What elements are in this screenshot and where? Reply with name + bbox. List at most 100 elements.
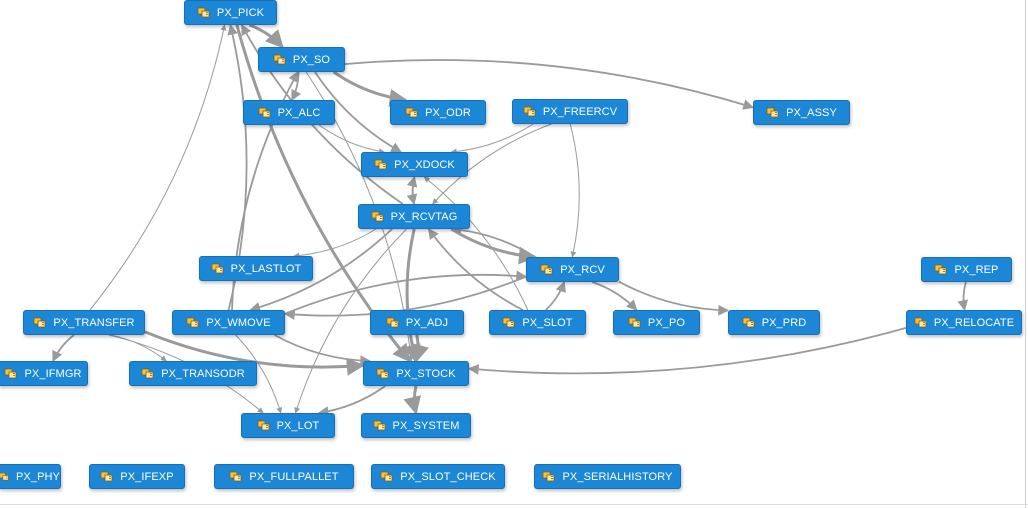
edge-adj-to-stock bbox=[411, 334, 430, 363]
table-icon bbox=[543, 471, 555, 481]
edge-rcv-to-wmove bbox=[283, 275, 527, 320]
edge-rcvtag-to-xdock bbox=[406, 175, 418, 205]
node-label: PX_ADJ bbox=[405, 316, 449, 329]
node-label: PX_ALC bbox=[277, 106, 321, 119]
table-icon bbox=[211, 263, 224, 273]
edge-slot-to-rcv bbox=[545, 280, 567, 311]
edge-pick-to-so bbox=[248, 23, 284, 49]
node-assy[interactable]: PX_ASSY bbox=[753, 100, 850, 125]
node-freercv[interactable]: PX_FREERCV bbox=[512, 99, 628, 124]
node-label: PX_ODR bbox=[425, 106, 471, 119]
table-icon bbox=[5, 368, 17, 378]
node-label: PX_SO bbox=[292, 53, 331, 66]
node-transfer[interactable]: PX_TRANSFER bbox=[23, 310, 145, 335]
edge-slot-to-xdock bbox=[423, 176, 529, 311]
node-label: PX_RCVTAG bbox=[390, 210, 458, 223]
edge-transfer-to-pick bbox=[89, 24, 227, 311]
node-label: PX_REP bbox=[954, 263, 999, 276]
table-icon bbox=[141, 368, 154, 378]
table-icon bbox=[405, 107, 418, 117]
table-icon bbox=[376, 368, 389, 378]
table-icon bbox=[197, 7, 210, 17]
table-icon bbox=[502, 317, 515, 327]
node-label: PX_RELOCATE bbox=[933, 316, 1015, 329]
edge-alc-to-xdock bbox=[318, 124, 385, 155]
node-label: PX_LASTLOT bbox=[230, 262, 302, 275]
node-label: PX_WMOVE bbox=[206, 316, 271, 329]
edge-rcv-to-po bbox=[592, 281, 638, 311]
table-icon bbox=[0, 472, 9, 480]
node-slotcheck[interactable]: PX_SLOT_CHECK bbox=[371, 464, 505, 489]
table-icon bbox=[380, 471, 393, 481]
edge-rcvtag-to-lastlot bbox=[293, 228, 377, 259]
node-transodr[interactable]: PX_TRANSODR bbox=[129, 361, 257, 386]
node-xdock[interactable]: PX_XDOCK bbox=[361, 152, 468, 177]
frame-bottom-border bbox=[0, 504, 1028, 505]
table-icon bbox=[258, 107, 270, 117]
table-icon bbox=[371, 211, 384, 221]
node-lot[interactable]: PX_LOT bbox=[241, 413, 335, 438]
edge-stock-to-system bbox=[403, 385, 422, 415]
frame-right-border bbox=[1025, 0, 1026, 508]
node-fullpallet[interactable]: PX_FULLPALLET bbox=[214, 464, 354, 489]
node-serialhistory[interactable]: PX_SERIALHISTORY bbox=[534, 464, 681, 489]
table-icon bbox=[257, 420, 269, 430]
node-rcvtag[interactable]: PX_RCVTAG bbox=[358, 204, 470, 229]
node-slot[interactable]: PX_SLOT bbox=[489, 310, 586, 335]
node-label: PX_SYSTEM bbox=[392, 419, 460, 432]
edge-rcvtag-to-wmove bbox=[249, 228, 393, 313]
node-system[interactable]: PX_SYSTEM bbox=[361, 413, 471, 438]
edge-freercv-to-xdock bbox=[450, 123, 534, 155]
node-label: PX_STOCK bbox=[396, 367, 456, 380]
table-icon bbox=[230, 471, 242, 481]
edge-so-to-odr bbox=[332, 70, 408, 107]
node-ifexp[interactable]: PX_IFEXP bbox=[89, 464, 185, 489]
node-lastlot[interactable]: PX_LASTLOT bbox=[199, 256, 313, 281]
table-icon bbox=[34, 317, 46, 327]
node-label: PX_FREERCV bbox=[542, 105, 618, 118]
node-label: PX_XDOCK bbox=[394, 158, 455, 171]
node-alc[interactable]: PX_ALC bbox=[243, 100, 335, 125]
edge-so-to-assy bbox=[344, 59, 755, 110]
node-label: PX_PRD bbox=[761, 316, 807, 329]
table-icon bbox=[100, 471, 113, 481]
node-rcv[interactable]: PX_RCV bbox=[526, 257, 619, 282]
node-odr[interactable]: PX_ODR bbox=[390, 100, 486, 125]
table-icon bbox=[540, 264, 553, 274]
node-label: PX_SLOT_CHECK bbox=[400, 470, 496, 483]
node-wmove[interactable]: PX_WMOVE bbox=[172, 310, 285, 335]
node-pick[interactable]: PX_PICK bbox=[184, 0, 277, 25]
node-label: PX_LOT bbox=[276, 419, 320, 432]
node-rep[interactable]: PX_REP bbox=[921, 257, 1012, 282]
node-label: PX_IFEXP bbox=[120, 470, 174, 483]
edge-transfer-to-transodr bbox=[110, 334, 167, 362]
table-icon bbox=[914, 317, 927, 327]
edge-stock-to-lot bbox=[317, 385, 386, 417]
node-relocate[interactable]: PX_RELOCATE bbox=[906, 310, 1022, 335]
node-label: PX_IFMGR bbox=[24, 367, 82, 380]
node-so[interactable]: PX_SO bbox=[258, 47, 345, 72]
table-icon bbox=[273, 54, 286, 64]
edge-rcvtag-to-lot bbox=[294, 228, 407, 414]
table-icon bbox=[374, 159, 387, 169]
node-po[interactable]: PX_PO bbox=[613, 310, 700, 335]
edge-so-to-alc bbox=[291, 71, 302, 101]
node-prd[interactable]: PX_PRD bbox=[728, 310, 820, 335]
node-label: PX_PHY bbox=[15, 470, 60, 483]
node-label: PX_SERIALHISTORY bbox=[562, 470, 673, 483]
edge-rcv-to-prd bbox=[618, 280, 730, 316]
node-ifmgr[interactable]: PX_IFMGR bbox=[0, 361, 88, 386]
table-icon bbox=[935, 264, 947, 274]
edge-freercv-to-rcvtag bbox=[432, 123, 552, 205]
node-adj[interactable]: PX_ADJ bbox=[370, 310, 464, 335]
node-label: PX_PICK bbox=[216, 6, 265, 19]
edge-rep-to-relocate bbox=[957, 281, 969, 312]
node-phy[interactable]: PX_PHY bbox=[0, 464, 61, 489]
edge-so-to-xdock bbox=[314, 71, 402, 153]
node-label: PX_TRANSODR bbox=[161, 367, 245, 380]
node-stock[interactable]: PX_STOCK bbox=[363, 361, 469, 386]
node-label: PX_ASSY bbox=[786, 106, 837, 119]
table-icon bbox=[766, 107, 779, 117]
